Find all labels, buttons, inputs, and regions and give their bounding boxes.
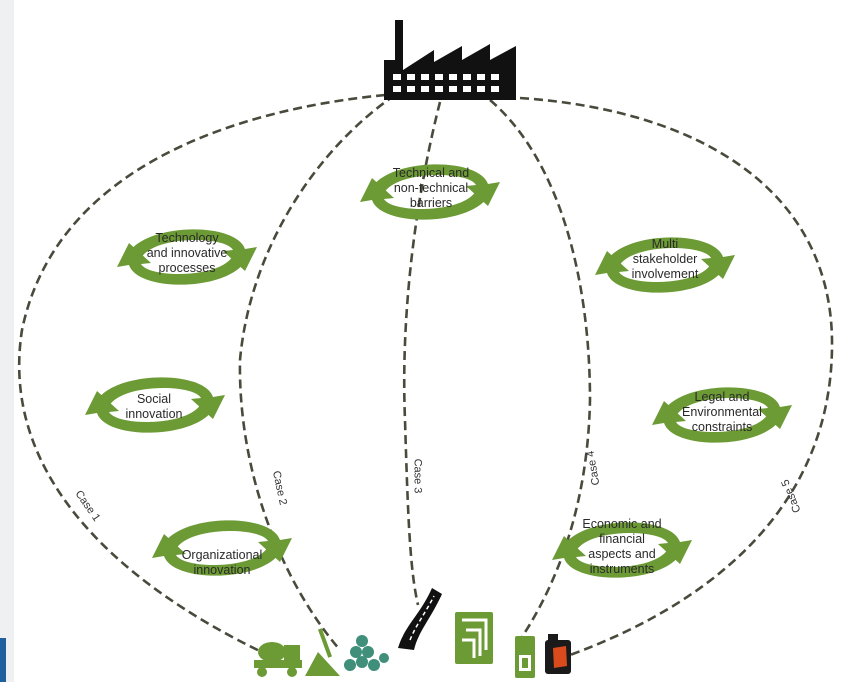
stakeholder-label: Multi stakeholder involvement xyxy=(631,237,699,281)
organizational-label: Organizational innovation xyxy=(181,548,263,577)
case-paths xyxy=(17,93,834,657)
case-3-path xyxy=(402,101,442,606)
legal-label: Legal and Environmental constraints xyxy=(682,390,762,434)
case-3-label: Case 3 xyxy=(411,458,424,494)
barriers-label: Technical and non-technical barriers xyxy=(392,166,470,210)
crop-pile-icon xyxy=(344,635,389,671)
concrete-mixer-truck-icon xyxy=(254,642,302,677)
soil-and-shovel-icon xyxy=(305,628,340,676)
case-5-path xyxy=(519,96,834,657)
diagram-panel xyxy=(14,0,852,682)
factory-icon xyxy=(384,20,516,100)
case-4-path xyxy=(489,99,592,641)
social-label: Social innovation xyxy=(125,392,183,421)
case-2-path xyxy=(238,93,396,651)
road-icon xyxy=(398,588,442,650)
recycling-sign-icon xyxy=(455,612,493,664)
case-1-path xyxy=(17,93,386,657)
left-accent-bar xyxy=(0,638,6,682)
fuel-pump-icon xyxy=(515,636,535,678)
economic-label: Economic and financial aspects and instr… xyxy=(582,517,662,576)
technology-label: Technology and innovative processes xyxy=(146,231,228,275)
fuel-can-icon xyxy=(545,634,571,674)
